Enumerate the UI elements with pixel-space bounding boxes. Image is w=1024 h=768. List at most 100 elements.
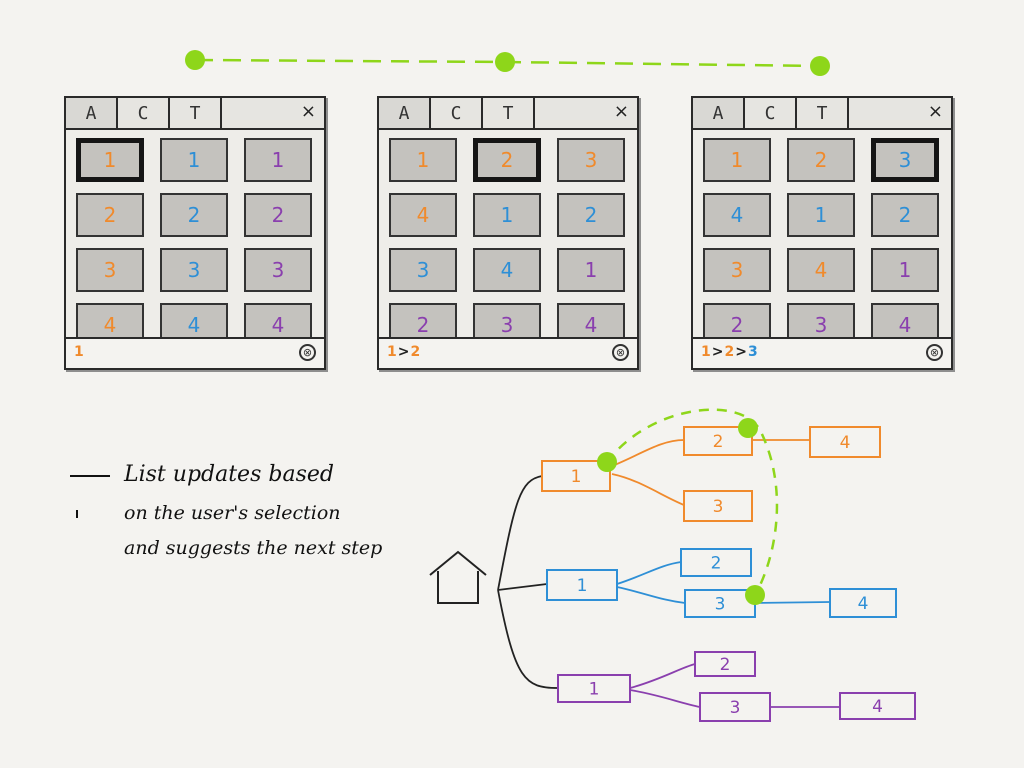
breadcrumb-item[interactable]: 1 xyxy=(74,344,84,360)
option-cell[interactable]: 2 xyxy=(787,138,855,182)
tree-node-label: 3 xyxy=(713,497,724,517)
option-cell[interactable]: 1 xyxy=(389,138,457,182)
clear-icon[interactable]: ⊗ xyxy=(926,344,943,361)
option-cell[interactable]: 4 xyxy=(244,303,312,337)
option-cell[interactable]: 4 xyxy=(557,303,625,337)
option-cell[interactable]: 1 xyxy=(557,248,625,292)
home-icon xyxy=(429,550,487,604)
note-bullet-tick xyxy=(76,510,78,518)
option-cell-selected[interactable]: 2 xyxy=(473,138,541,182)
option-cell[interactable]: 4 xyxy=(160,303,228,337)
option-cell[interactable]: 3 xyxy=(703,248,771,292)
option-cell[interactable]: 2 xyxy=(389,303,457,337)
option-cell[interactable]: 2 xyxy=(703,303,771,337)
tree-node[interactable]: 2 xyxy=(680,548,752,577)
option-cell[interactable]: 3 xyxy=(160,248,228,292)
breadcrumb: 1>2>3 xyxy=(701,344,759,360)
breadcrumb-item[interactable]: 1 xyxy=(701,344,711,360)
tree-node[interactable]: 4 xyxy=(829,588,897,618)
tab-a[interactable]: A xyxy=(379,98,431,128)
tree-connector xyxy=(629,689,701,708)
tab-bar: A C T × xyxy=(66,98,324,130)
clear-icon[interactable]: ⊗ xyxy=(299,344,316,361)
option-cell[interactable]: 3 xyxy=(76,248,144,292)
option-cell[interactable]: 4 xyxy=(389,193,457,237)
tree-node-label: 4 xyxy=(840,433,851,453)
tree-node[interactable]: 3 xyxy=(683,490,753,522)
breadcrumb-separator: > xyxy=(397,344,410,360)
tree-node-box xyxy=(809,426,881,458)
note-line-2: on the user's selection xyxy=(124,502,341,524)
option-cell[interactable]: 1 xyxy=(473,193,541,237)
option-cell[interactable]: 3 xyxy=(244,248,312,292)
tree-connector xyxy=(611,473,685,506)
option-cell[interactable]: 1 xyxy=(871,248,939,292)
tree-node-label: 1 xyxy=(577,576,588,596)
tree-node[interactable]: 1 xyxy=(541,460,611,492)
option-cell[interactable]: 4 xyxy=(871,303,939,337)
option-cell[interactable]: 3 xyxy=(557,138,625,182)
option-cell[interactable]: 4 xyxy=(787,248,855,292)
note-line-1: List updates based xyxy=(124,462,334,487)
suggestion-path xyxy=(606,408,779,596)
tab-a[interactable]: A xyxy=(66,98,118,128)
breadcrumb: 1>2 xyxy=(387,344,421,360)
tree-node-label: 1 xyxy=(589,680,600,700)
tab-a[interactable]: A xyxy=(693,98,745,128)
tree-node[interactable]: 1 xyxy=(557,674,631,703)
tab-c[interactable]: C xyxy=(118,98,170,128)
option-cell[interactable]: 1 xyxy=(244,138,312,182)
option-cell[interactable]: 2 xyxy=(557,193,625,237)
tab-t[interactable]: T xyxy=(483,98,535,128)
tree-node-box xyxy=(699,692,771,722)
flow-step-dot xyxy=(495,52,515,72)
option-cell[interactable]: 3 xyxy=(473,303,541,337)
tree-node[interactable]: 3 xyxy=(699,692,771,722)
option-cell[interactable]: 4 xyxy=(703,193,771,237)
flow-step-dot xyxy=(185,50,205,70)
option-cell[interactable]: 2 xyxy=(871,193,939,237)
option-cell[interactable]: 2 xyxy=(160,193,228,237)
option-cell[interactable]: 2 xyxy=(244,193,312,237)
breadcrumb-item[interactable]: 2 xyxy=(410,344,421,360)
option-cell-selected[interactable]: 3 xyxy=(871,138,939,182)
tab-c[interactable]: C xyxy=(431,98,483,128)
tree-node[interactable]: 1 xyxy=(546,569,618,601)
tree-node-label: 4 xyxy=(872,697,883,717)
breadcrumb-item[interactable]: 2 xyxy=(724,344,735,360)
tree-connector xyxy=(629,663,696,689)
tab-c[interactable]: C xyxy=(745,98,797,128)
breadcrumb-item[interactable]: 1 xyxy=(387,344,397,360)
tree-node[interactable]: 2 xyxy=(694,651,756,677)
option-cell[interactable]: 1 xyxy=(703,138,771,182)
option-cell[interactable]: 3 xyxy=(787,303,855,337)
tree-node[interactable]: 2 xyxy=(683,426,753,456)
tree-node[interactable]: 4 xyxy=(809,426,881,458)
tab-t[interactable]: T xyxy=(797,98,849,128)
tree-node-box xyxy=(683,490,753,522)
option-cell[interactable]: 4 xyxy=(76,303,144,337)
option-cell-selected[interactable]: 1 xyxy=(76,138,144,182)
clear-icon[interactable]: ⊗ xyxy=(612,344,629,361)
breadcrumb-item[interactable]: 3 xyxy=(747,344,758,360)
option-cell[interactable]: 1 xyxy=(160,138,228,182)
tab-t[interactable]: T xyxy=(170,98,222,128)
tree-node[interactable]: 4 xyxy=(839,692,916,720)
tree-node-box xyxy=(839,692,916,720)
option-cell[interactable]: 4 xyxy=(473,248,541,292)
tree-connector xyxy=(616,561,682,585)
suggestion-dot xyxy=(738,418,758,438)
close-icon[interactable]: × xyxy=(300,101,316,122)
tree-node-label: 4 xyxy=(858,594,869,614)
option-cell[interactable]: 2 xyxy=(76,193,144,237)
close-icon[interactable]: × xyxy=(613,101,629,122)
tree-node-label: 3 xyxy=(730,698,741,718)
breadcrumb-bar: 1>2>3 ⊗ xyxy=(693,337,951,368)
tree-node[interactable]: 3 xyxy=(684,589,756,618)
close-icon[interactable]: × xyxy=(927,101,943,122)
option-cell[interactable]: 1 xyxy=(787,193,855,237)
tree-node-label: 2 xyxy=(713,432,724,452)
option-cell[interactable]: 3 xyxy=(389,248,457,292)
